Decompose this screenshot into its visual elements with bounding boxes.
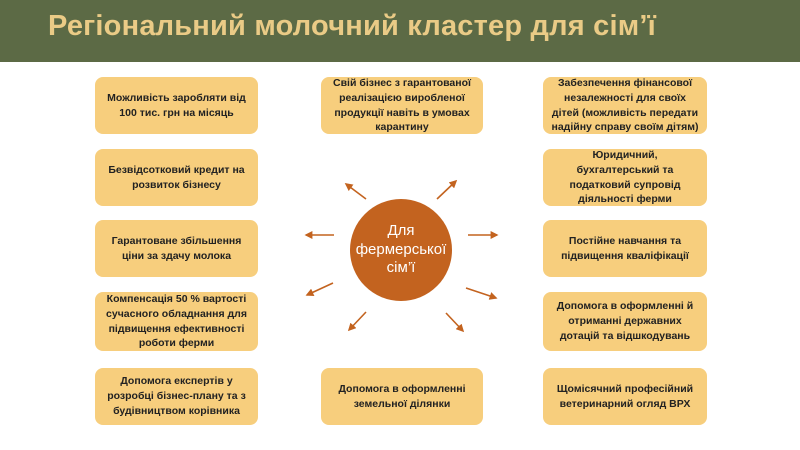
benefit-text: Свій бізнес з гарантованої реалізацією в… <box>333 76 471 134</box>
benefit-text: Постійне навчання та підвищення кваліфік… <box>561 234 689 262</box>
arrow-up-left <box>344 183 367 200</box>
arrow-down-left-lower <box>347 311 367 332</box>
benefit-box-training: Постійне навчання та підвищення кваліфік… <box>543 220 707 277</box>
arrow-up-right <box>436 179 458 200</box>
benefit-text: Забезпечення фінансової незалежності для… <box>551 76 699 134</box>
header-bar: Регіональний молочний кластер для сім’ї <box>0 0 800 62</box>
benefit-box-own-business: Свій бізнес з гарантованої реалізацією в… <box>321 77 483 134</box>
benefit-box-financial-independence: Забезпечення фінансової незалежності для… <box>543 77 707 134</box>
benefit-box-expert-help: Допомога експертів у розробці бізнес-пла… <box>95 368 258 425</box>
benefit-text: Компенсація 50 % вартості сучасного обла… <box>106 292 247 350</box>
benefit-box-land-registration: Допомога в оформленні земельної ділянки <box>321 368 483 425</box>
benefit-box-milk-price: Гарантоване збільшення ціни за здачу мол… <box>95 220 258 277</box>
slide-title: Регіональний молочний кластер для сім’ї <box>48 10 656 42</box>
arrow-down-left <box>305 282 334 296</box>
benefit-text: Щомісячний професійний ветеринарний огля… <box>556 382 694 410</box>
center-label: Для фермерської сім’ї <box>355 221 447 277</box>
benefit-text: Можливість заробляти від 100 тис. грн на… <box>107 91 246 119</box>
benefit-text: Безвідсотковий кредит на розвиток бізнес… <box>108 163 245 191</box>
arrow-down-right <box>465 287 498 300</box>
arrow-down-right-lower <box>445 312 465 333</box>
benefit-box-veterinary: Щомісячний професійний ветеринарний огля… <box>543 368 707 425</box>
center-circle: Для фермерської сім’ї <box>350 199 452 301</box>
benefit-box-state-subsidies: Допомога в оформленні й отриманні держав… <box>543 292 707 351</box>
benefit-text: Допомога в оформленні й отриманні держав… <box>556 300 694 342</box>
benefit-text: Допомога в оформленні земельної ділянки <box>338 382 466 410</box>
benefit-box-credit: Безвідсотковий кредит на розвиток бізнес… <box>95 149 258 206</box>
benefit-box-legal-support: Юридичний, бухгалтерський та податковий … <box>543 149 707 206</box>
benefit-box-income: Можливість заробляти від 100 тис. грн на… <box>95 77 258 134</box>
benefit-text: Юридичний, бухгалтерський та податковий … <box>569 148 681 206</box>
benefit-box-equipment-compensation: Компенсація 50 % вартості сучасного обла… <box>95 292 258 351</box>
benefit-text: Допомога експертів у розробці бізнес-пла… <box>107 375 246 417</box>
benefit-text: Гарантоване збільшення ціни за здачу мол… <box>111 234 242 262</box>
